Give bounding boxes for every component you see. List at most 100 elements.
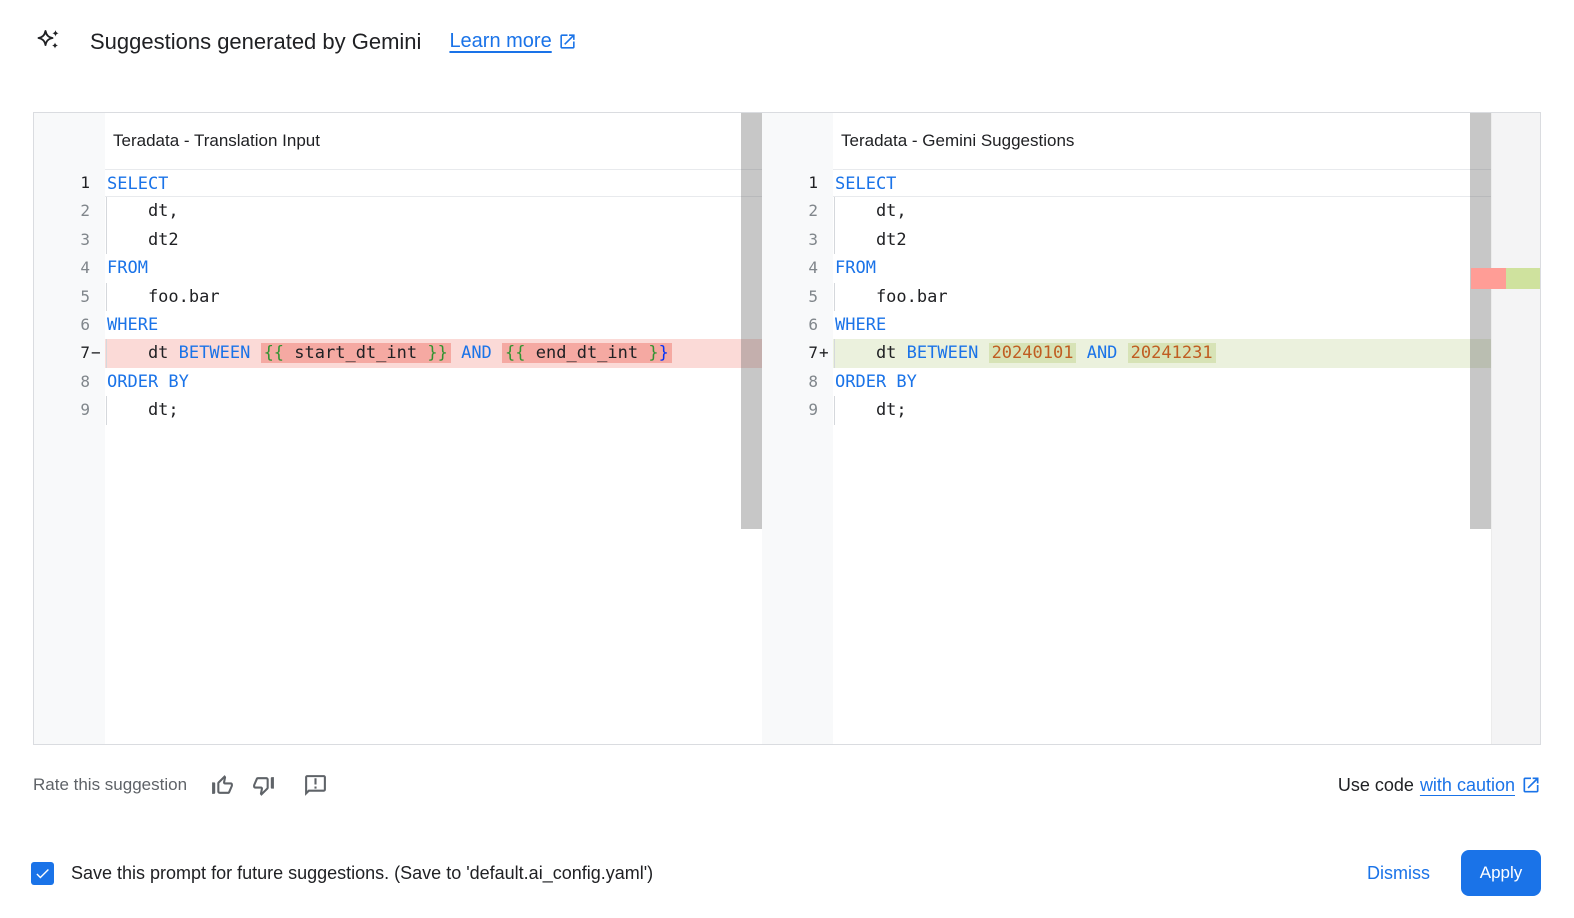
diff-line-marker: − bbox=[91, 343, 101, 363]
code-line-5[interactable]: 5 foo.bar bbox=[762, 282, 1540, 311]
inserted-word-highlight: 20241231 bbox=[1127, 343, 1216, 364]
line-number: 5 bbox=[808, 286, 818, 306]
line-number: 8 bbox=[808, 371, 818, 391]
save-prompt-label: Save this prompt for future suggestions.… bbox=[71, 862, 654, 883]
code-token: SELECT bbox=[107, 174, 169, 194]
inserted-word-highlight: 20240101 bbox=[988, 343, 1077, 364]
indent-guide bbox=[834, 197, 835, 226]
code-token bbox=[1117, 343, 1127, 363]
indent-guide bbox=[106, 197, 107, 226]
code-token: foo.bar bbox=[107, 286, 220, 307]
line-number-gutter bbox=[34, 113, 105, 744]
code-token: dt2 bbox=[835, 229, 907, 250]
code-line-5[interactable]: 5 foo.bar bbox=[34, 282, 762, 311]
code-line-1[interactable]: 1 SELECT bbox=[34, 169, 762, 198]
indent-guide bbox=[834, 225, 835, 255]
dismiss-button[interactable]: Dismiss bbox=[1367, 862, 1430, 883]
line-number: 7− bbox=[34, 339, 105, 367]
line-number: 7+ bbox=[762, 339, 833, 367]
code-token: foo.bar bbox=[835, 286, 948, 307]
use-code-label: Use code bbox=[1337, 774, 1414, 795]
line-number: 3 bbox=[80, 229, 90, 249]
code-line-4[interactable]: 4 FROM bbox=[34, 254, 762, 282]
code-line-3[interactable]: 3 dt2 bbox=[762, 225, 1540, 255]
line-number: 4 bbox=[808, 258, 818, 278]
indent-guide bbox=[834, 339, 835, 368]
line-number: 6 bbox=[808, 314, 818, 334]
code-token: } bbox=[648, 343, 659, 364]
code-token: FROM bbox=[107, 258, 148, 279]
indent-guide bbox=[106, 339, 107, 368]
rating-row: Rate this suggestion Use code with cauti… bbox=[33, 768, 1541, 802]
code-line-7[interactable]: 7− dt BETWEEN {{ start_dt_int }} AND {{ … bbox=[34, 339, 762, 368]
editor-title-left: Teradata - Translation Input bbox=[105, 113, 762, 169]
code-line-9[interactable]: 9 dt; bbox=[34, 396, 762, 425]
deleted-word-highlight: {{ end_dt_int }} bbox=[502, 343, 672, 364]
indent-guide bbox=[106, 225, 107, 255]
code-token: WHERE bbox=[107, 314, 159, 335]
diff-overview-ruler[interactable] bbox=[1471, 113, 1540, 744]
line-number: 3 bbox=[808, 229, 818, 249]
open-in-new-icon bbox=[552, 32, 577, 51]
code-token: WHERE bbox=[835, 314, 887, 335]
code-token: BETWEEN bbox=[906, 343, 979, 364]
line-number: 9 bbox=[80, 400, 90, 420]
code-token: start_dt_int bbox=[284, 343, 428, 364]
code-line-2[interactable]: 2 dt, bbox=[34, 197, 762, 226]
code-token: dt, bbox=[835, 201, 907, 222]
line-number: 5 bbox=[80, 286, 90, 306]
page-title: Suggestions generated by Gemini bbox=[90, 28, 422, 54]
code-token: dt2 bbox=[107, 229, 179, 250]
code-token: FROM bbox=[835, 258, 876, 279]
code-token bbox=[492, 343, 502, 363]
diff-overview-marker bbox=[1471, 268, 1540, 289]
code-line-3[interactable]: 3 dt2 bbox=[34, 225, 762, 255]
use-code-caution: Use code with caution bbox=[1338, 775, 1541, 796]
line-number-gutter bbox=[762, 113, 833, 744]
overview-inserted-marker bbox=[1505, 268, 1540, 289]
editor-translation-input[interactable]: Teradata - Translation Input 1 SELECT 2 dt… bbox=[34, 113, 762, 744]
scrollbar-thumb[interactable] bbox=[1470, 113, 1491, 529]
code-line-9[interactable]: 9 dt; bbox=[762, 396, 1540, 425]
code-line-7[interactable]: 7+ dt BETWEEN 20240101 AND 20241231 bbox=[762, 339, 1540, 368]
overview-deleted-marker bbox=[1471, 268, 1506, 289]
diff-editor-container: Teradata - Translation Input 1 SELECT 2 dt… bbox=[33, 112, 1541, 745]
indent-guide bbox=[834, 396, 835, 425]
code-token: end_dt_int bbox=[525, 343, 649, 364]
code-token bbox=[978, 343, 988, 363]
deleted-word-highlight: {{ start_dt_int }} bbox=[260, 343, 451, 364]
rate-suggestion-label: Rate this suggestion bbox=[33, 775, 188, 794]
code-line-4[interactable]: 4 FROM bbox=[762, 254, 1540, 282]
thumbs-up-icon[interactable] bbox=[209, 772, 235, 798]
code-token: dt bbox=[835, 343, 907, 364]
code-token: 20240101 bbox=[991, 343, 1074, 364]
learn-more-link[interactable]: Learn more bbox=[449, 30, 576, 53]
code-token: ORDER BY bbox=[835, 371, 917, 392]
indent-guide bbox=[106, 396, 107, 425]
with-caution-link[interactable]: with caution bbox=[1419, 774, 1515, 795]
code-line-8[interactable]: 8 ORDER BY bbox=[762, 368, 1540, 396]
apply-button[interactable]: Apply bbox=[1461, 850, 1541, 896]
code-line-2[interactable]: 2 dt, bbox=[762, 197, 1540, 226]
feedback-icon[interactable] bbox=[302, 772, 328, 798]
code-token: } bbox=[658, 343, 669, 364]
code-token: dt; bbox=[107, 400, 179, 421]
code-token: dt; bbox=[835, 400, 907, 421]
line-number: 4 bbox=[80, 258, 90, 278]
scrollbar-thumb[interactable] bbox=[741, 113, 762, 529]
code-line-6[interactable]: 6 WHERE bbox=[762, 311, 1540, 339]
code-token: {{ bbox=[505, 343, 526, 364]
line-number: 1 bbox=[80, 173, 90, 192]
footer-bar: Save this prompt for future suggestions.… bbox=[31, 849, 1541, 897]
save-prompt-checkbox[interactable] bbox=[31, 861, 54, 885]
indent-guide bbox=[834, 282, 835, 311]
thumbs-down-icon[interactable] bbox=[250, 772, 276, 798]
editor-title-right: Teradata - Gemini Suggestions bbox=[833, 113, 1540, 169]
code-token: dt, bbox=[107, 201, 179, 222]
